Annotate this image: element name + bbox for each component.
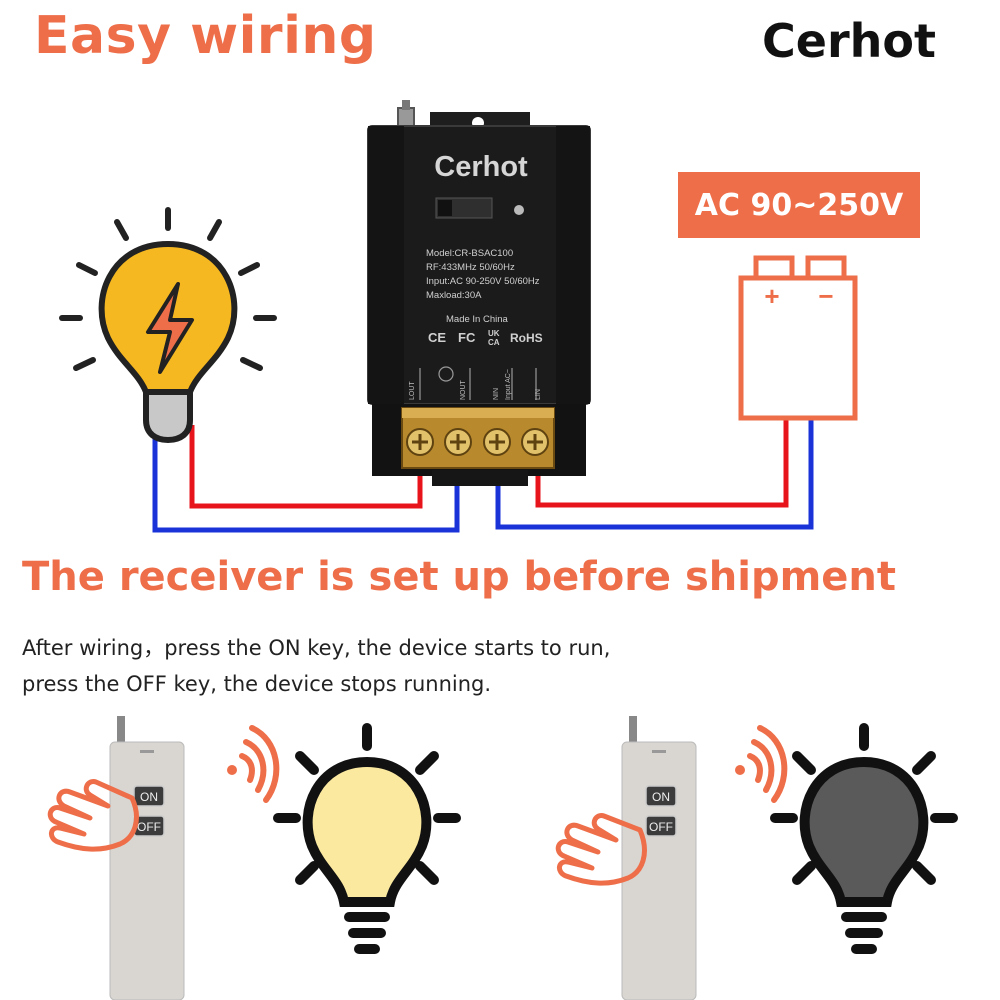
wire-live-lamp	[189, 425, 423, 509]
spec-model: Model:CR-BSAC100	[426, 248, 513, 259]
instruction-line-2: press the OFF key, the device stops runn…	[22, 672, 492, 696]
remote-off-label: OFF	[137, 820, 161, 834]
cert-fc: FC	[458, 330, 476, 345]
terminal-label-nout: NOUT	[460, 379, 467, 400]
spec-rf: RF:433MHz 50/60Hz	[426, 262, 515, 273]
remote-off-button-right[interactable]	[645, 815, 677, 837]
origin-label: Made In China	[446, 314, 509, 325]
remote-control-right: ON OFF	[621, 716, 697, 1000]
hand-pointer-icon-right	[555, 813, 647, 886]
wire-live-supply	[535, 420, 789, 508]
battery-plus: +	[764, 281, 779, 311]
instruction-line-1: After wiring，press the ON key, the devic…	[22, 636, 611, 660]
cert-rohs: RoHS	[510, 331, 543, 345]
usage-illustration: ON OFF ON OFF	[47, 716, 958, 1000]
voltage-badge: AC 90~250V	[678, 172, 920, 238]
cert-ce: CE	[428, 330, 446, 345]
receiver-device: Cerhot Model:CR-BSAC100 RF:433MHz 50/60H…	[367, 100, 591, 486]
brand-name: Cerhot	[762, 14, 936, 68]
terminal-label-nin: NIN	[493, 388, 500, 400]
device-brand-label: Cerhot	[434, 151, 528, 183]
terminal-label-lout: LOUT	[409, 381, 416, 400]
wire-group	[152, 420, 814, 533]
setup-headline: The receiver is set up before shipment	[22, 554, 897, 600]
wireless-signal-icon-right	[735, 725, 788, 803]
remote-off-label-right: OFF	[649, 820, 673, 834]
spec-maxload: Maxload:30A	[426, 290, 482, 301]
battery-minus: −	[818, 281, 833, 311]
battery-icon: + −	[738, 255, 858, 421]
light-bulb-on-icon	[273, 723, 461, 954]
lightning-icon	[146, 282, 194, 374]
terminal-label-lin: LIN	[535, 389, 542, 400]
wireless-signal-icon	[227, 725, 280, 803]
wire-neutral-supply	[495, 420, 814, 530]
remote-on-button[interactable]	[133, 785, 165, 807]
remote-on-label: ON	[140, 790, 158, 804]
light-bulb-off-icon	[770, 723, 958, 954]
remote-on-button-right[interactable]	[645, 785, 677, 807]
cert-uk: UK	[488, 329, 500, 338]
hand-pointer-icon	[47, 779, 139, 852]
remote-control-left: ON OFF	[109, 716, 185, 1000]
page-headline: Easy wiring	[34, 6, 377, 66]
light-bulb-icon	[59, 207, 277, 444]
terminal-label-input: Input AC~	[505, 369, 512, 400]
cert-ca: CA	[488, 338, 500, 347]
wiring-diagram: + − Cerhot Model:CR-BSAC100 RF:433MHz 50…	[59, 100, 858, 533]
wire-neutral-lamp	[152, 438, 460, 533]
spec-input: Input:AC 90-250V 50/60Hz	[426, 276, 540, 287]
remote-on-label-right: ON	[652, 790, 670, 804]
